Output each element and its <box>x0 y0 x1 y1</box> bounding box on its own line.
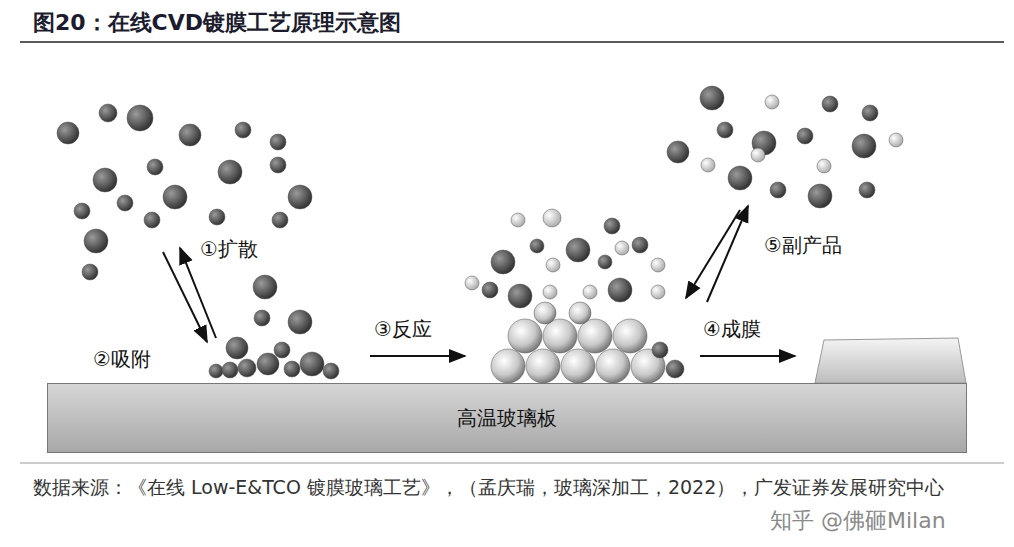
particle <box>666 360 684 378</box>
particle <box>284 361 300 377</box>
step-label: ①扩散 <box>200 236 258 263</box>
particle <box>57 122 79 144</box>
particle <box>859 182 875 198</box>
process-arrows <box>163 206 795 356</box>
source-note: 数据来源：《在线 Low-E&TCO 镀膜玻璃工艺》，（孟庆瑞，玻璃深加工，20… <box>33 468 983 506</box>
particle <box>608 278 632 302</box>
particles <box>57 86 903 383</box>
particle <box>526 349 560 383</box>
particle <box>728 166 752 190</box>
particle <box>651 285 665 299</box>
particle <box>323 363 339 379</box>
particle <box>546 258 560 272</box>
particle <box>822 96 838 112</box>
particle <box>862 105 878 121</box>
particle <box>272 212 288 228</box>
particle <box>288 185 312 209</box>
particle <box>74 203 90 219</box>
particle <box>808 184 832 208</box>
particle <box>218 160 242 184</box>
figure-title: 图20：在线CVD镀膜工艺原理示意图 <box>33 8 401 38</box>
particle <box>226 337 248 359</box>
particle <box>583 285 597 299</box>
source-rule <box>20 463 1004 464</box>
particle <box>765 95 779 109</box>
particle <box>817 159 831 173</box>
particle <box>717 122 733 138</box>
particle <box>147 159 163 175</box>
particle <box>209 209 225 225</box>
particle <box>566 238 590 262</box>
particle <box>482 282 498 298</box>
step-label: ⑤副产品 <box>764 232 842 259</box>
particle <box>179 124 201 146</box>
step-label: ④成膜 <box>703 316 761 343</box>
particle <box>530 239 544 253</box>
watermark: 知乎 @佛砸Milan <box>770 506 946 536</box>
particle <box>651 258 665 272</box>
particle <box>300 352 324 376</box>
particle <box>127 105 153 131</box>
particle <box>770 182 786 198</box>
step-label: ②吸附 <box>93 346 151 373</box>
particle <box>508 284 532 308</box>
particle <box>700 86 724 110</box>
particle <box>209 364 223 378</box>
particle <box>235 122 251 138</box>
glass-plate: 高温玻璃板 <box>47 383 967 453</box>
particle <box>561 349 595 383</box>
particle <box>274 342 290 358</box>
particle <box>604 218 620 234</box>
particle <box>632 237 648 253</box>
particle <box>99 104 117 122</box>
particle <box>491 349 525 383</box>
title-rule <box>20 41 1004 43</box>
film-layer <box>815 338 966 383</box>
particle <box>511 213 525 227</box>
particle <box>117 195 133 211</box>
step-label: ③反应 <box>374 316 432 343</box>
particle <box>270 134 286 150</box>
particle <box>270 157 286 173</box>
particle <box>163 185 187 209</box>
plate-label: 高温玻璃板 <box>457 405 557 432</box>
particle <box>596 349 630 383</box>
particle <box>797 128 813 144</box>
particle <box>667 141 689 163</box>
particle <box>852 134 876 158</box>
particle <box>578 319 612 353</box>
particle <box>257 353 279 375</box>
particle <box>254 310 270 326</box>
particle <box>569 302 591 324</box>
particle <box>598 255 612 269</box>
particle <box>508 319 542 353</box>
particle <box>238 359 256 377</box>
particle <box>652 342 668 358</box>
particle <box>84 229 108 253</box>
particle <box>615 241 629 255</box>
particle <box>253 275 277 299</box>
particle <box>222 362 238 378</box>
particle <box>82 264 98 280</box>
particle <box>93 168 117 192</box>
particle <box>491 250 515 274</box>
particle <box>465 276 479 290</box>
particle <box>613 319 647 353</box>
particle <box>543 319 577 353</box>
particle <box>889 133 903 147</box>
particle <box>751 148 765 162</box>
particle <box>144 212 160 228</box>
particle <box>534 302 556 324</box>
particle <box>543 285 557 299</box>
particle <box>701 158 715 172</box>
particle <box>543 209 561 227</box>
particle <box>288 310 312 334</box>
